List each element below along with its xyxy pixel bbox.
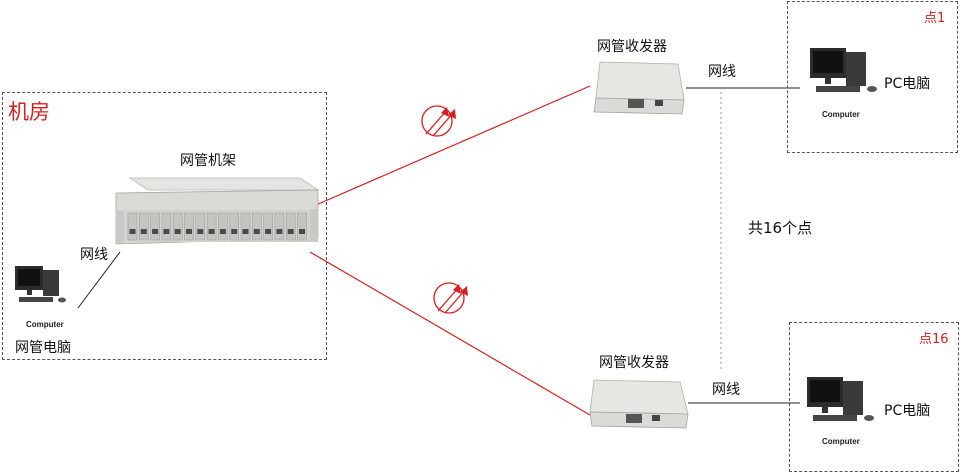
computer-icon-bottom	[807, 377, 874, 421]
fiber-link-icon-top	[421, 105, 456, 137]
node-bottom-badge: 点16	[919, 332, 949, 347]
node-top-box	[787, 1, 958, 153]
node-top-pc-label: PC电脑	[884, 76, 931, 92]
rack-slot	[218, 212, 228, 241]
rack-slot-port	[152, 229, 159, 234]
fiber-line-top	[315, 85, 591, 206]
node-bottom-computer-caption: Computer	[822, 437, 860, 446]
node-bottom-box	[789, 322, 959, 472]
rack-slot	[150, 212, 160, 241]
rack-slot-port	[265, 229, 272, 234]
media-converter-icon-bottom	[589, 379, 689, 429]
computer-icon-top	[810, 48, 877, 92]
computer-icon-engine-room	[15, 266, 66, 303]
rack-slot	[274, 212, 285, 241]
rack-slot-port	[129, 229, 136, 234]
rack-slot-port	[253, 229, 260, 234]
rack-slot-port	[140, 229, 147, 234]
rack-label: 网管机架	[180, 153, 236, 169]
rack-slot-port	[231, 229, 238, 234]
rack-slot-group	[127, 212, 307, 241]
node-top-transceiver-label: 网管收发器	[597, 39, 667, 55]
node-bottom-transceiver-label: 网管收发器	[599, 355, 669, 371]
rack-slot	[252, 212, 262, 241]
node-top-computer-caption: Computer	[822, 110, 860, 119]
fiber-line-bottom	[309, 251, 591, 416]
node-bottom-cable-label: 网线	[712, 382, 740, 398]
rack-slot-port	[299, 229, 305, 234]
total-points-label: 共16个点	[748, 219, 813, 237]
cable-line-engine-room	[77, 251, 121, 309]
rack-slot	[139, 212, 149, 241]
rack-slot	[285, 212, 296, 241]
rack-slot-port	[163, 229, 170, 234]
node-top-badge: 点1	[924, 11, 946, 26]
rack-slot-port	[276, 229, 283, 234]
rack-slot	[172, 212, 183, 241]
rack-chassis-icon	[115, 177, 320, 245]
engine-room-pc-label: 网管电脑	[15, 340, 71, 356]
rack-slot	[297, 212, 307, 241]
rack-slot-port	[208, 229, 215, 234]
rack-slot-port	[186, 229, 192, 234]
rack-slot	[161, 212, 172, 241]
rack-slot-port	[287, 229, 294, 234]
engine-room-title: 机房	[8, 100, 50, 124]
rack-slot	[206, 212, 217, 241]
engine-room-box	[2, 92, 327, 360]
fiber-link-icon-bottom	[433, 282, 468, 314]
rack-slot	[240, 212, 251, 241]
media-converter-icon-top	[593, 61, 685, 115]
rack-slot	[127, 212, 138, 241]
engine-room-computer-caption: Computer	[26, 320, 64, 329]
node-bottom-pc-label: PC电脑	[884, 403, 931, 419]
rack-slot	[184, 212, 194, 241]
node-top-cable-label: 网线	[708, 64, 736, 80]
rack-slot	[195, 212, 206, 241]
rack-slot-port	[174, 229, 181, 234]
rack-slot	[263, 212, 273, 241]
rack-slot	[229, 212, 239, 241]
rack-slot-port	[197, 229, 204, 234]
rack-slot-port	[219, 229, 226, 234]
rack-slot-port	[242, 229, 249, 234]
engine-room-cable-label: 网线	[80, 247, 108, 263]
